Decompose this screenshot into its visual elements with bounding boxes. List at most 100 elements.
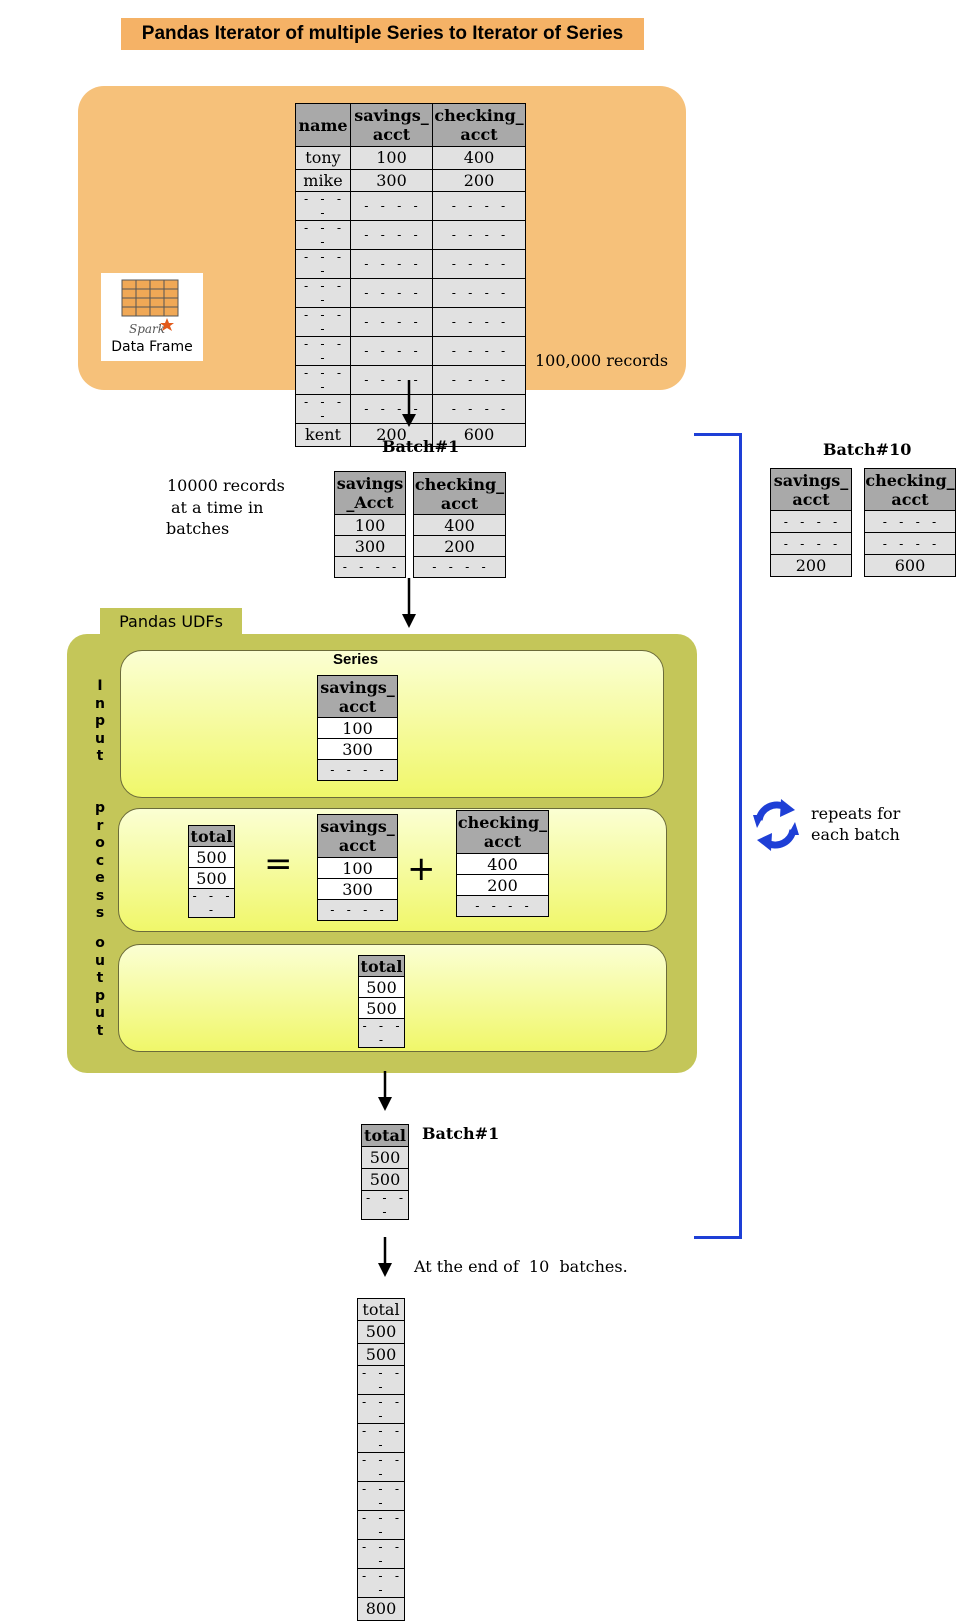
table-cell-placeholder: - - - - — [413, 556, 506, 578]
equals-sign: = — [264, 844, 293, 884]
table-header: total — [357, 1298, 405, 1321]
table-cell-placeholder: - - - - — [295, 278, 351, 309]
table-cell: 300 — [317, 738, 398, 760]
table-cell-placeholder: - - - - — [432, 307, 526, 338]
table-cell-placeholder: - - - - — [295, 220, 351, 251]
table-header: checking_ acct — [864, 468, 956, 511]
result-batch-total-table: total 500 500 - - - - — [361, 1124, 409, 1220]
table-cell-placeholder: - - - - — [295, 249, 351, 280]
batch1-savings-table: savings _Acct 100 300 - - - - — [334, 471, 406, 578]
table-row: - - - - — [357, 1539, 405, 1570]
batch10-checking-table: checking_ acct - - - - - - - - 600 — [864, 468, 956, 577]
process-checking-table: checking_ acct 400 200 - - - - — [456, 810, 549, 917]
table-header: checking_ acct — [413, 472, 506, 515]
table-row: - - - -- - - -- - - - — [295, 336, 526, 367]
table-cell: 200 — [456, 874, 549, 896]
header-name: name — [295, 103, 351, 147]
table-row: - - - -- - - -- - - - — [295, 307, 526, 338]
table-cell-placeholder: - - - - — [432, 336, 526, 367]
table-cell: 300 — [350, 168, 433, 193]
table-cell-placeholder: - - - - — [350, 336, 433, 367]
series-label: Series — [333, 651, 379, 668]
arrow-down-icon — [402, 578, 416, 628]
table-header: total — [361, 1124, 409, 1147]
pandas-udf-tab: Pandas UDFs — [100, 608, 242, 636]
table-row: - - - -- - - -- - - - — [295, 278, 526, 309]
table-header: savings _Acct — [334, 471, 406, 515]
table-cell: mike — [295, 168, 351, 193]
table-cell: 500 — [361, 1146, 409, 1169]
arrow-down-icon — [402, 380, 416, 427]
end-label: At the end of 10 batches. — [414, 1257, 628, 1276]
table-row: 800 — [357, 1597, 405, 1621]
table-cell-placeholder: - - - - — [770, 532, 852, 555]
table-cell: 100 — [317, 857, 398, 879]
table-cell: 300 — [317, 878, 398, 900]
batch1-checking-table: checking_ acct 400 200 - - - - — [413, 472, 506, 578]
table-header: checking_ acct — [456, 810, 549, 854]
table-cell: 500 — [358, 997, 405, 1019]
table-header: savings_ acct — [317, 814, 398, 858]
table-cell-placeholder: - - - - — [350, 365, 433, 396]
table-header: total — [188, 825, 235, 847]
table-cell: 200 — [413, 535, 506, 557]
header-savings: savings_ acct — [350, 103, 433, 147]
process-savings-table: savings_ acct 100 300 - - - - — [317, 814, 398, 921]
table-cell-placeholder: - - - - — [350, 394, 433, 425]
table-header: savings_ acct — [770, 468, 852, 511]
table-row: - - - -- - - -- - - - — [295, 191, 526, 222]
table-cell-placeholder: - - - - — [317, 759, 398, 781]
table-row: - - - - — [357, 1568, 405, 1599]
table-header: total — [358, 955, 405, 977]
table-cell-placeholder: - - - - — [357, 1539, 405, 1570]
table-cell-placeholder: - - - - — [432, 278, 526, 309]
table-cell-placeholder: - - - - — [432, 394, 526, 425]
table-cell: 500 — [188, 867, 235, 889]
table-row: - - - - — [357, 1394, 405, 1425]
batch-note-line3: batches — [166, 519, 230, 538]
table-cell: tony — [295, 146, 351, 170]
table-cell-placeholder: - - - - — [357, 1452, 405, 1483]
table-cell: 600 — [432, 423, 526, 447]
table-cell: 100 — [350, 146, 433, 170]
table-cell-placeholder: - - - - — [334, 556, 406, 578]
table-row: - - - -- - - -- - - - — [295, 394, 526, 425]
table-grid-icon — [121, 279, 179, 331]
table-cell-placeholder: - - - - — [456, 895, 549, 917]
table-cell: 200 — [350, 423, 433, 447]
dataframe-caption: Data Frame — [111, 339, 193, 355]
table-cell-placeholder: - - - - — [361, 1190, 409, 1220]
result-batch-label: Batch#1 — [422, 1124, 500, 1143]
table-cell-placeholder: - - - - — [350, 249, 433, 280]
table-row: - - - - — [357, 1510, 405, 1541]
table-cell: 100 — [317, 717, 398, 739]
plus-sign: + — [407, 849, 436, 889]
header-checking: checking_ acct — [432, 103, 526, 147]
table-cell-placeholder: - - - - — [432, 365, 526, 396]
table-cell-placeholder: - - - - — [357, 1568, 405, 1599]
table-cell: 500 — [361, 1168, 409, 1191]
arrow-down-icon — [378, 1071, 392, 1111]
input-series-table: savings_ acct 100 300 - - - - — [317, 675, 398, 781]
batch-note-line1: 10000 records — [167, 476, 285, 495]
table-cell-placeholder: - - - - — [188, 888, 235, 918]
table-cell-placeholder: - - - - — [770, 510, 852, 533]
table-row: - - - -- - - -- - - - — [295, 220, 526, 251]
input-vertical-label: Input — [93, 678, 107, 766]
table-row: 500 — [357, 1320, 405, 1344]
table-cell-placeholder: - - - - — [864, 510, 956, 533]
repeat-text-line2: each batch — [811, 825, 900, 844]
table-cell-placeholder: - - - - — [357, 1481, 405, 1512]
table-cell: 500 — [358, 976, 405, 998]
output-vertical-label: output — [93, 935, 107, 1040]
table-cell: 200 — [770, 554, 852, 577]
table-cell-placeholder: - - - - — [295, 394, 351, 425]
table-row: - - - - — [357, 1365, 405, 1396]
repeat-text-line1: repeats for — [811, 804, 901, 823]
table-cell: 500 — [188, 846, 235, 868]
table-cell-placeholder: - - - - — [357, 1365, 405, 1396]
table-cell: 400 — [456, 853, 549, 875]
